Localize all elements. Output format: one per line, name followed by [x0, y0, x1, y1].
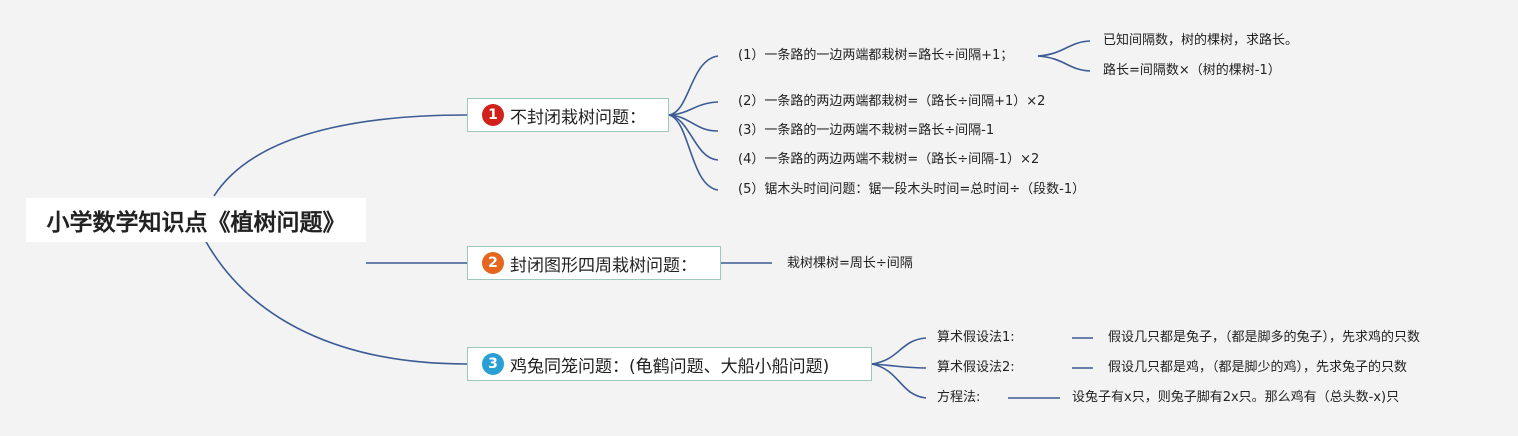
t1-sub-1[interactable]: 已知间隔数，树的棵树，求路长。: [1103, 33, 1299, 48]
connector-t1-item4: [668, 114, 719, 161]
connector-root-topic3: [204, 239, 468, 365]
t1-item-4[interactable]: (4）一条路的两边两端不栽树=（路长÷间隔-1）×2: [738, 152, 1040, 167]
number-badge-1: 1: [482, 104, 504, 126]
connector-t1-item2: [668, 101, 719, 116]
t3-method-2[interactable]: 算术假设法2:: [937, 360, 1015, 375]
number-badge-2: 2: [482, 252, 504, 274]
connector-item1-sub1: [1037, 40, 1091, 57]
t1-item-3[interactable]: (3）一条路的一边两端不栽树=路长÷间隔-1: [738, 123, 995, 138]
connector-t3-method2: [871, 363, 927, 369]
t3-desc-1[interactable]: 假设几只都是兔子，（都是脚多的兔子），先求鸡的只数: [1108, 330, 1421, 345]
root-node[interactable]: 小学数学知识点《植树问题》: [26, 198, 366, 242]
t3-desc-2[interactable]: 假设几只都是鸡，（都是脚少的鸡），先求兔子的只数: [1108, 360, 1408, 375]
number-badge-3: 3: [482, 353, 504, 375]
t3-method-1[interactable]: 算术假设法1:: [937, 330, 1015, 345]
t3-desc-3[interactable]: 设兔子有x只，则兔子脚有2x只。那么鸡有（总头数-x)只: [1072, 390, 1400, 405]
connector-item1-sub2: [1037, 55, 1091, 72]
connector-t1-item1: [668, 55, 719, 116]
root-title: 小学数学知识点《植树问题》: [46, 210, 346, 236]
topic-2-label: 封闭图形四周栽树问题：: [510, 255, 697, 276]
topic-2[interactable]: 2 封闭图形四周栽树问题：: [467, 246, 721, 280]
connector-t3-method3: [871, 363, 927, 399]
t1-item-1[interactable]: (1）一条路的一边两端都栽树=路长÷间隔+1；: [738, 48, 1014, 63]
connector-t3-method1: [871, 337, 927, 365]
t3-method-3[interactable]: 方程法:: [937, 390, 981, 405]
connector-root-topic1: [213, 114, 468, 197]
topic-3-label: 鸡兔同笼问题：(龟鹤问题、大船小船问题): [510, 356, 830, 377]
t1-item-5[interactable]: (5）锯木头时间问题：锯一段木头时间=总时间÷（段数-1）: [738, 182, 1086, 197]
t1-sub-2[interactable]: 路长=间隔数×（树的棵树-1）: [1103, 63, 1281, 78]
connector-t1-item5: [668, 114, 719, 191]
t1-item-2[interactable]: (2）一条路的两边两端都栽树=（路长÷间隔+1）×2: [738, 94, 1046, 109]
topic-3[interactable]: 3 鸡兔同笼问题：(龟鹤问题、大船小船问题): [467, 347, 872, 381]
topic-1-label: 不封闭栽树问题：: [510, 107, 646, 128]
t2-item[interactable]: 栽树棵树=周长÷间隔: [787, 256, 913, 271]
topic-1[interactable]: 1 不封闭栽树问题：: [467, 98, 669, 132]
